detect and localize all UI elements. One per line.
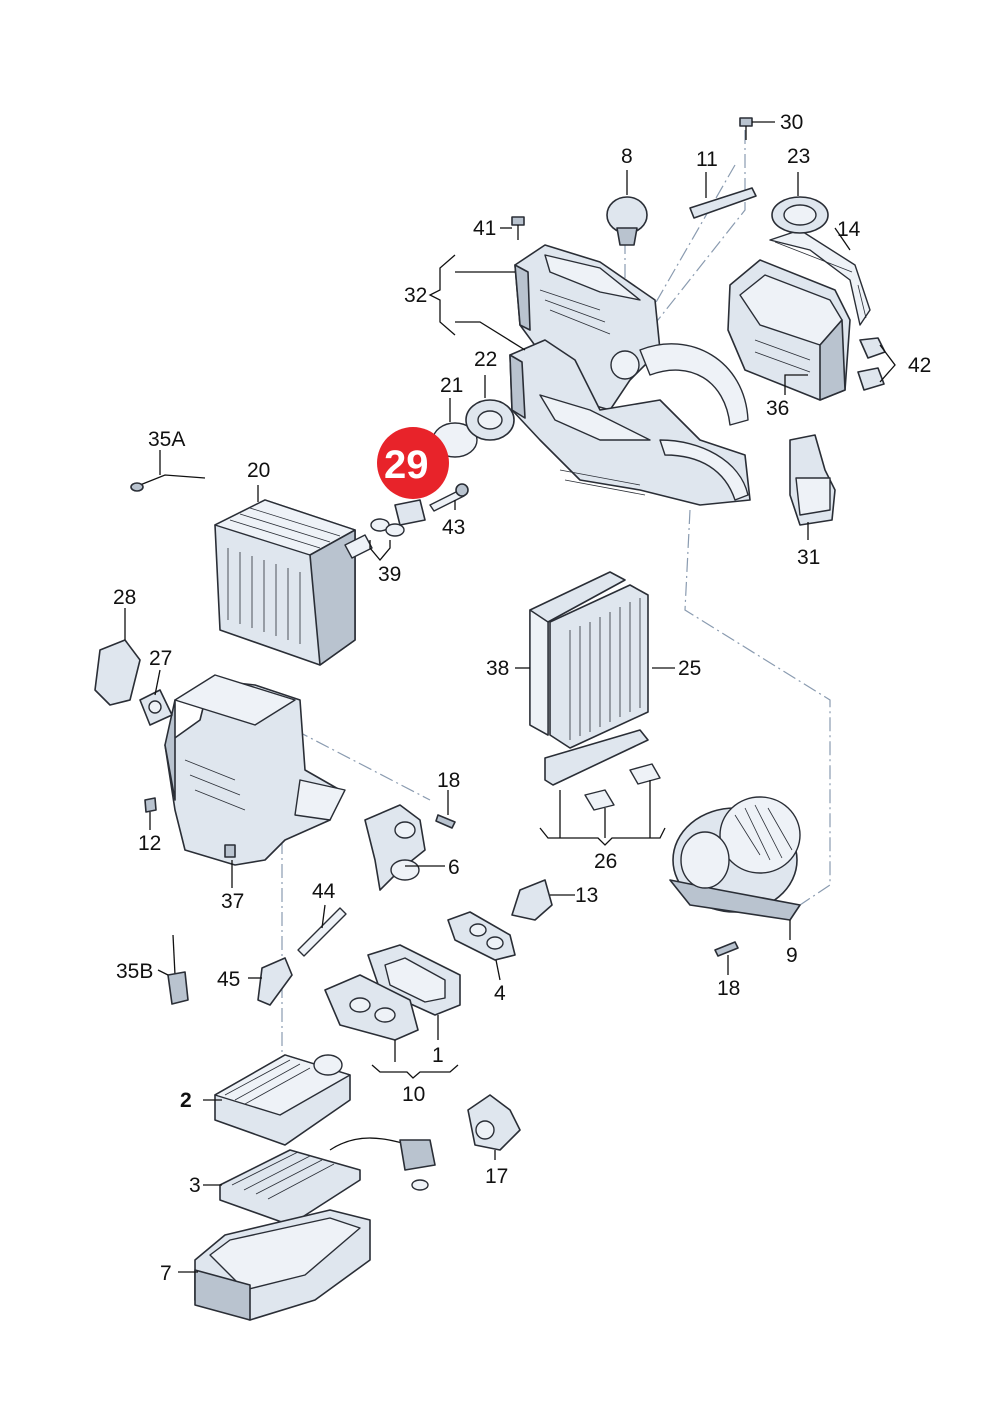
blower-housing [727, 259, 851, 401]
callout-25: 25 [678, 657, 701, 680]
service-cover [771, 196, 829, 234]
screw-30 [739, 117, 753, 140]
callout-2: 2 [180, 1089, 192, 1112]
callout-12: 12 [138, 832, 161, 855]
servo-motor-6 [364, 804, 426, 891]
callout-6: 6 [448, 856, 460, 879]
screw-18-left [435, 814, 456, 829]
callout-7: 7 [160, 1262, 172, 1285]
evaporator [214, 499, 373, 666]
air-distribution-box-37 [164, 674, 346, 866]
callout-43: 43 [442, 516, 465, 539]
sensor-35b [167, 934, 189, 1005]
clip-45 [257, 957, 293, 1006]
highlight-circle [377, 427, 449, 499]
callout-10: 10 [402, 1083, 425, 1106]
expansion-valve-group [370, 483, 469, 537]
callout-23: 23 [787, 145, 810, 168]
callout-28: 28 [113, 586, 136, 609]
servo-motor-8 [606, 196, 648, 246]
callout-37: 37 [221, 890, 244, 913]
filter-seals-26 [544, 729, 661, 811]
fresh-air-blower-9 [669, 796, 801, 921]
callout-17: 17 [485, 1165, 508, 1188]
strap-44 [297, 907, 347, 957]
seal-10 [324, 974, 419, 1041]
callout-4: 4 [494, 982, 506, 1005]
bracket-11 [689, 187, 757, 219]
callout-14: 14 [837, 218, 861, 241]
brace-26 [539, 780, 666, 846]
callout-42: 42 [908, 354, 931, 377]
callout-45: 45 [217, 968, 240, 991]
callout-1: 1 [432, 1044, 444, 1067]
callout-20: 20 [247, 459, 270, 482]
callout-22: 22 [474, 348, 497, 371]
seal-1 [367, 944, 461, 1016]
callout-35b: 35B [116, 960, 153, 983]
highlight-label: 29 [384, 443, 429, 487]
servo-motor-27 [139, 689, 173, 726]
callout-9: 9 [786, 944, 798, 967]
clip-12 [144, 797, 157, 813]
callout-18-left: 18 [437, 769, 460, 792]
tray-7 [194, 1209, 371, 1321]
distribution-housing-lower [509, 339, 751, 506]
callout-44: 44 [312, 880, 336, 903]
callout-35a: 35A [148, 428, 185, 451]
brace-10 [371, 1064, 459, 1079]
clips-42 [857, 337, 886, 391]
connector-17 [467, 1094, 521, 1151]
series-resistor-31 [789, 434, 836, 526]
callout-11: 11 [696, 148, 718, 171]
brace-32 [428, 254, 526, 351]
heat-exchanger-2 [214, 1054, 351, 1146]
callout-38: 38 [486, 657, 509, 680]
callout-30: 30 [780, 111, 803, 134]
callout-39: 39 [378, 563, 401, 586]
bracket-28 [94, 639, 141, 706]
seal-4 [447, 911, 516, 961]
gasket-seal [769, 229, 871, 326]
distribution-housing-upper [514, 244, 661, 411]
callout-13: 13 [575, 884, 598, 907]
callout-labels: 30 8 11 23 41 14 32 22 42 21 36 35A 20 4… [113, 111, 931, 1285]
callout-27: 27 [149, 647, 172, 670]
callout-32: 32 [404, 284, 427, 307]
coolant-pipe-13 [511, 879, 553, 921]
callout-18-right: 18 [717, 977, 740, 1000]
brace-39 [369, 540, 391, 562]
callout-31: 31 [797, 546, 820, 569]
callout-21: 21 [440, 374, 463, 397]
callout-36: 36 [766, 397, 789, 420]
callout-3: 3 [189, 1174, 201, 1197]
screw-18-right [714, 941, 739, 957]
dust-pollen-filter-38 [529, 571, 626, 736]
callout-8: 8 [621, 145, 633, 168]
screw-41 [511, 216, 525, 240]
sensor-35a [130, 474, 206, 492]
highlight-marker-29[interactable]: 29 [377, 427, 449, 499]
callout-41: 41 [473, 217, 496, 240]
callout-26: 26 [594, 850, 617, 873]
dust-pollen-filter-25 [549, 584, 649, 749]
leader-lines [124, 121, 896, 1273]
pollen-filter-3 [219, 1137, 436, 1226]
